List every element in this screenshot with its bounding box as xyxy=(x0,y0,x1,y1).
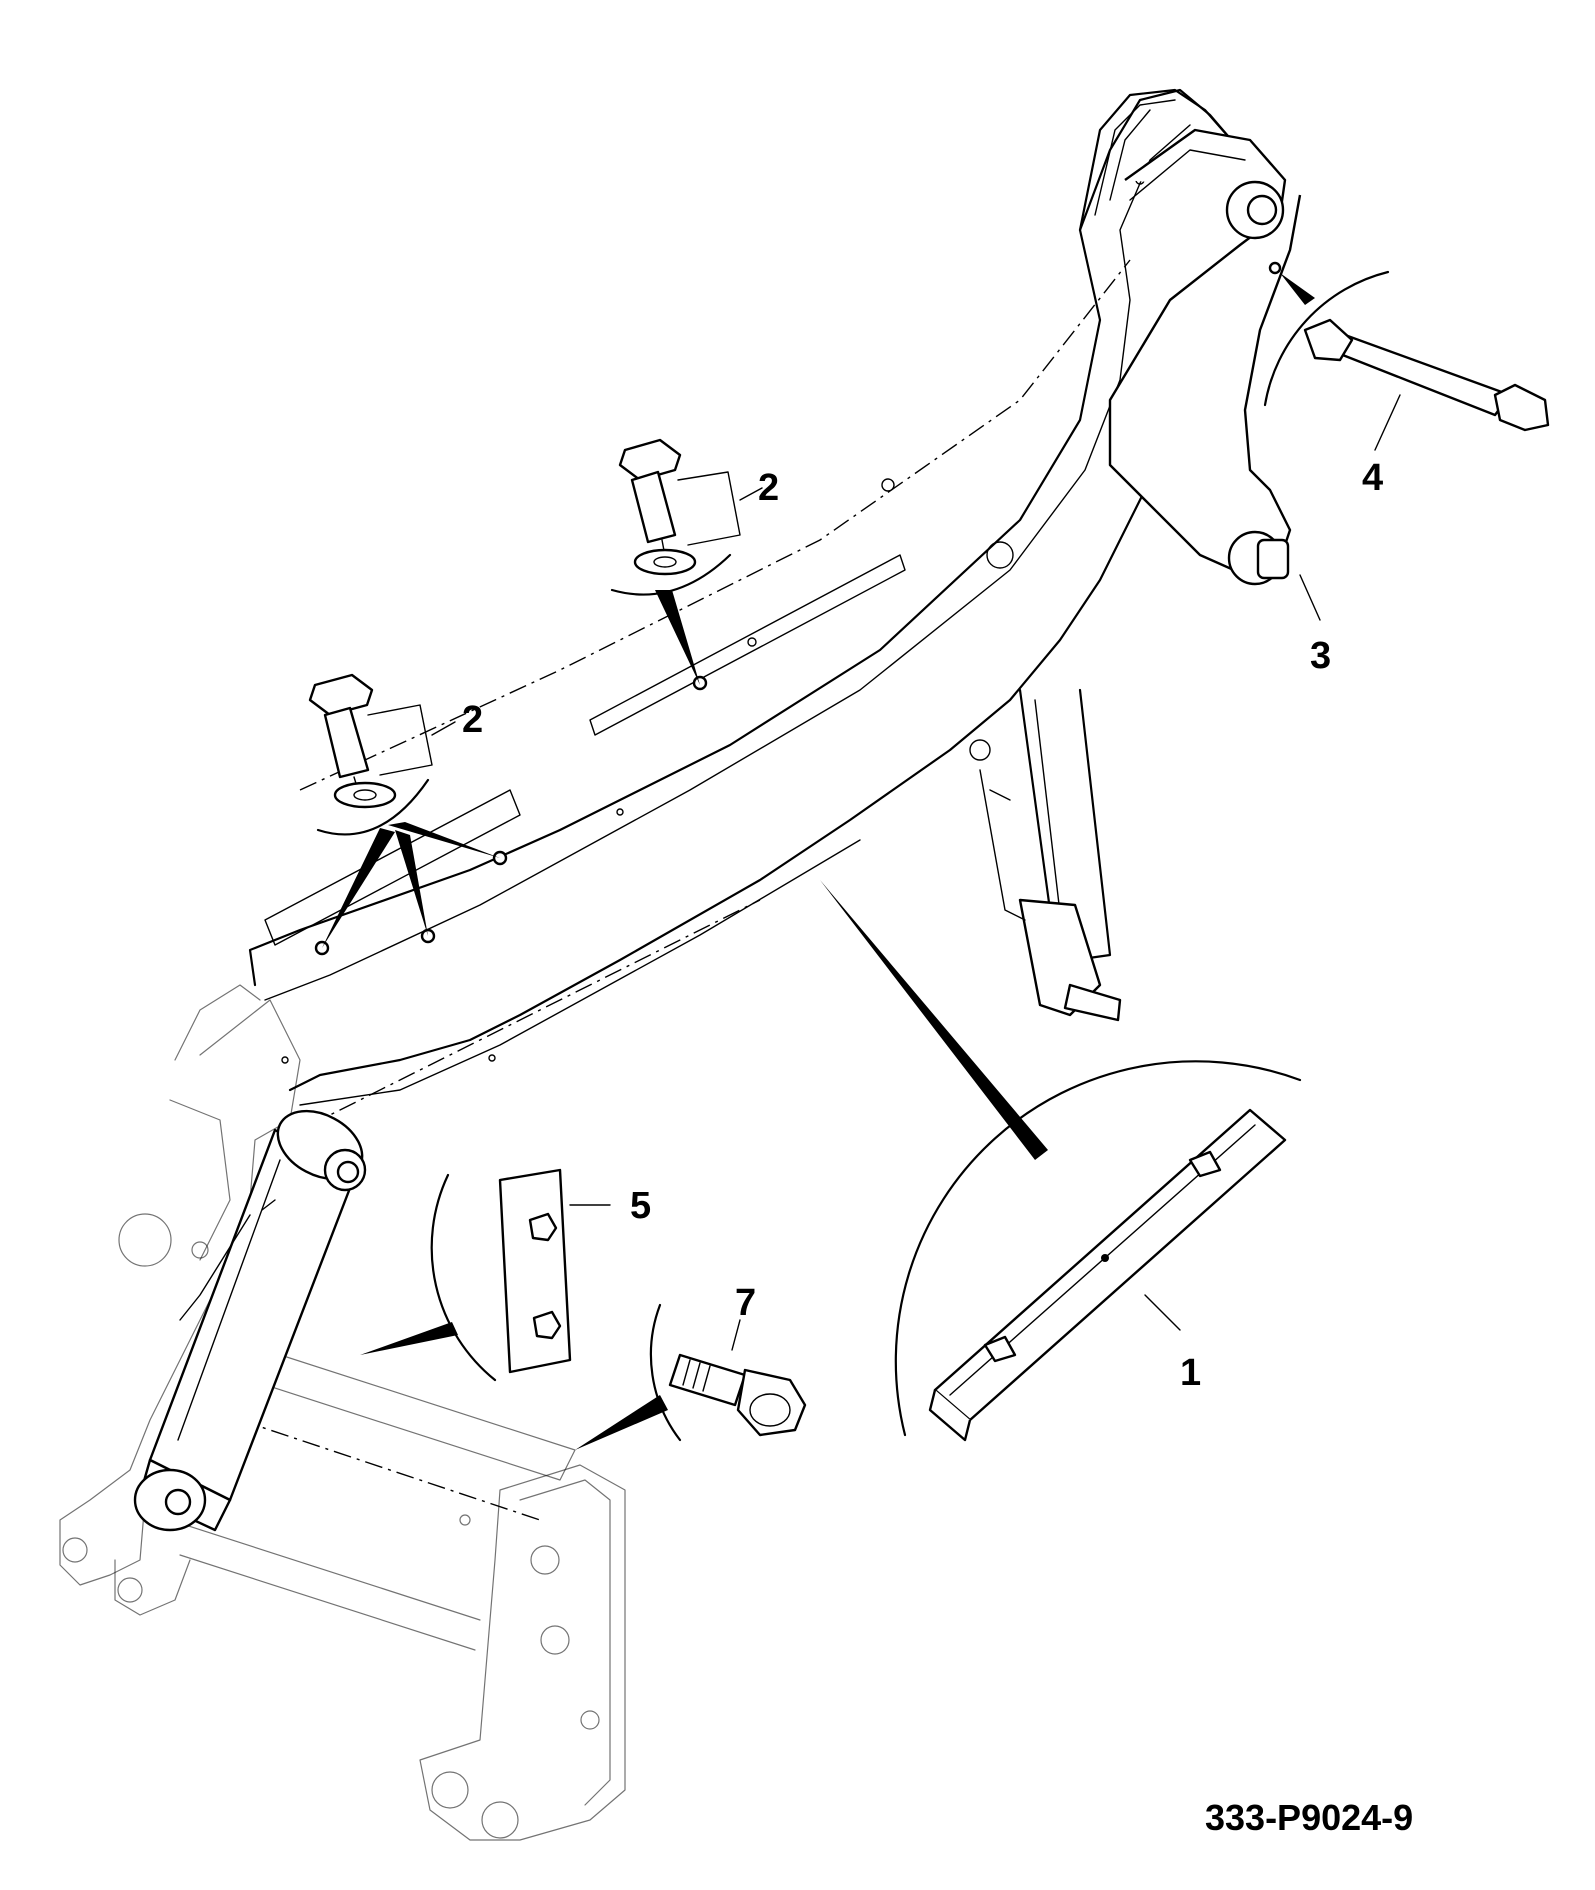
pointer-item-2-upper xyxy=(655,590,700,685)
bucket-ram-cylinder xyxy=(979,688,1122,1022)
bolt-washer-part-lower: 2 xyxy=(308,673,500,948)
bolt-washer-part-upper: 2 xyxy=(610,438,779,685)
bellcrank-link xyxy=(1108,128,1302,586)
pointer-item-1 xyxy=(820,880,1048,1160)
pivot-pin-part: 4 xyxy=(1263,270,1550,499)
pointer-item-2-lower-b xyxy=(395,830,428,936)
pointer-item-5 xyxy=(360,1322,458,1355)
pointer-item-2-lower-a xyxy=(388,822,500,858)
callout-item-1: 1 xyxy=(1180,1352,1201,1394)
pin-item-3-label: 3 xyxy=(1299,574,1331,677)
callout-item-4: 4 xyxy=(1362,457,1383,499)
callout-item-3: 3 xyxy=(1310,635,1331,677)
drawing-number: 333-P9024-9 xyxy=(1205,1797,1413,1838)
shim-plate-part: 5 xyxy=(360,1168,651,1382)
callout-item-2-lower: 2 xyxy=(462,699,483,741)
callout-item-7: 7 xyxy=(735,1282,756,1324)
flange-bolt-part: 7 xyxy=(575,1282,807,1450)
lift-ram-cylinder xyxy=(133,1109,367,1532)
lift-arm-boom xyxy=(248,88,1242,1126)
pointer-item-7 xyxy=(575,1395,668,1450)
channel-guard-part: 1 xyxy=(820,880,1302,1442)
callout-item-2-upper: 2 xyxy=(758,467,779,509)
pointer-item-2-lower-c xyxy=(322,828,395,948)
pointer-item-4 xyxy=(1280,273,1315,305)
callout-item-5: 5 xyxy=(630,1185,651,1227)
loader-tower-frame xyxy=(59,984,626,1841)
